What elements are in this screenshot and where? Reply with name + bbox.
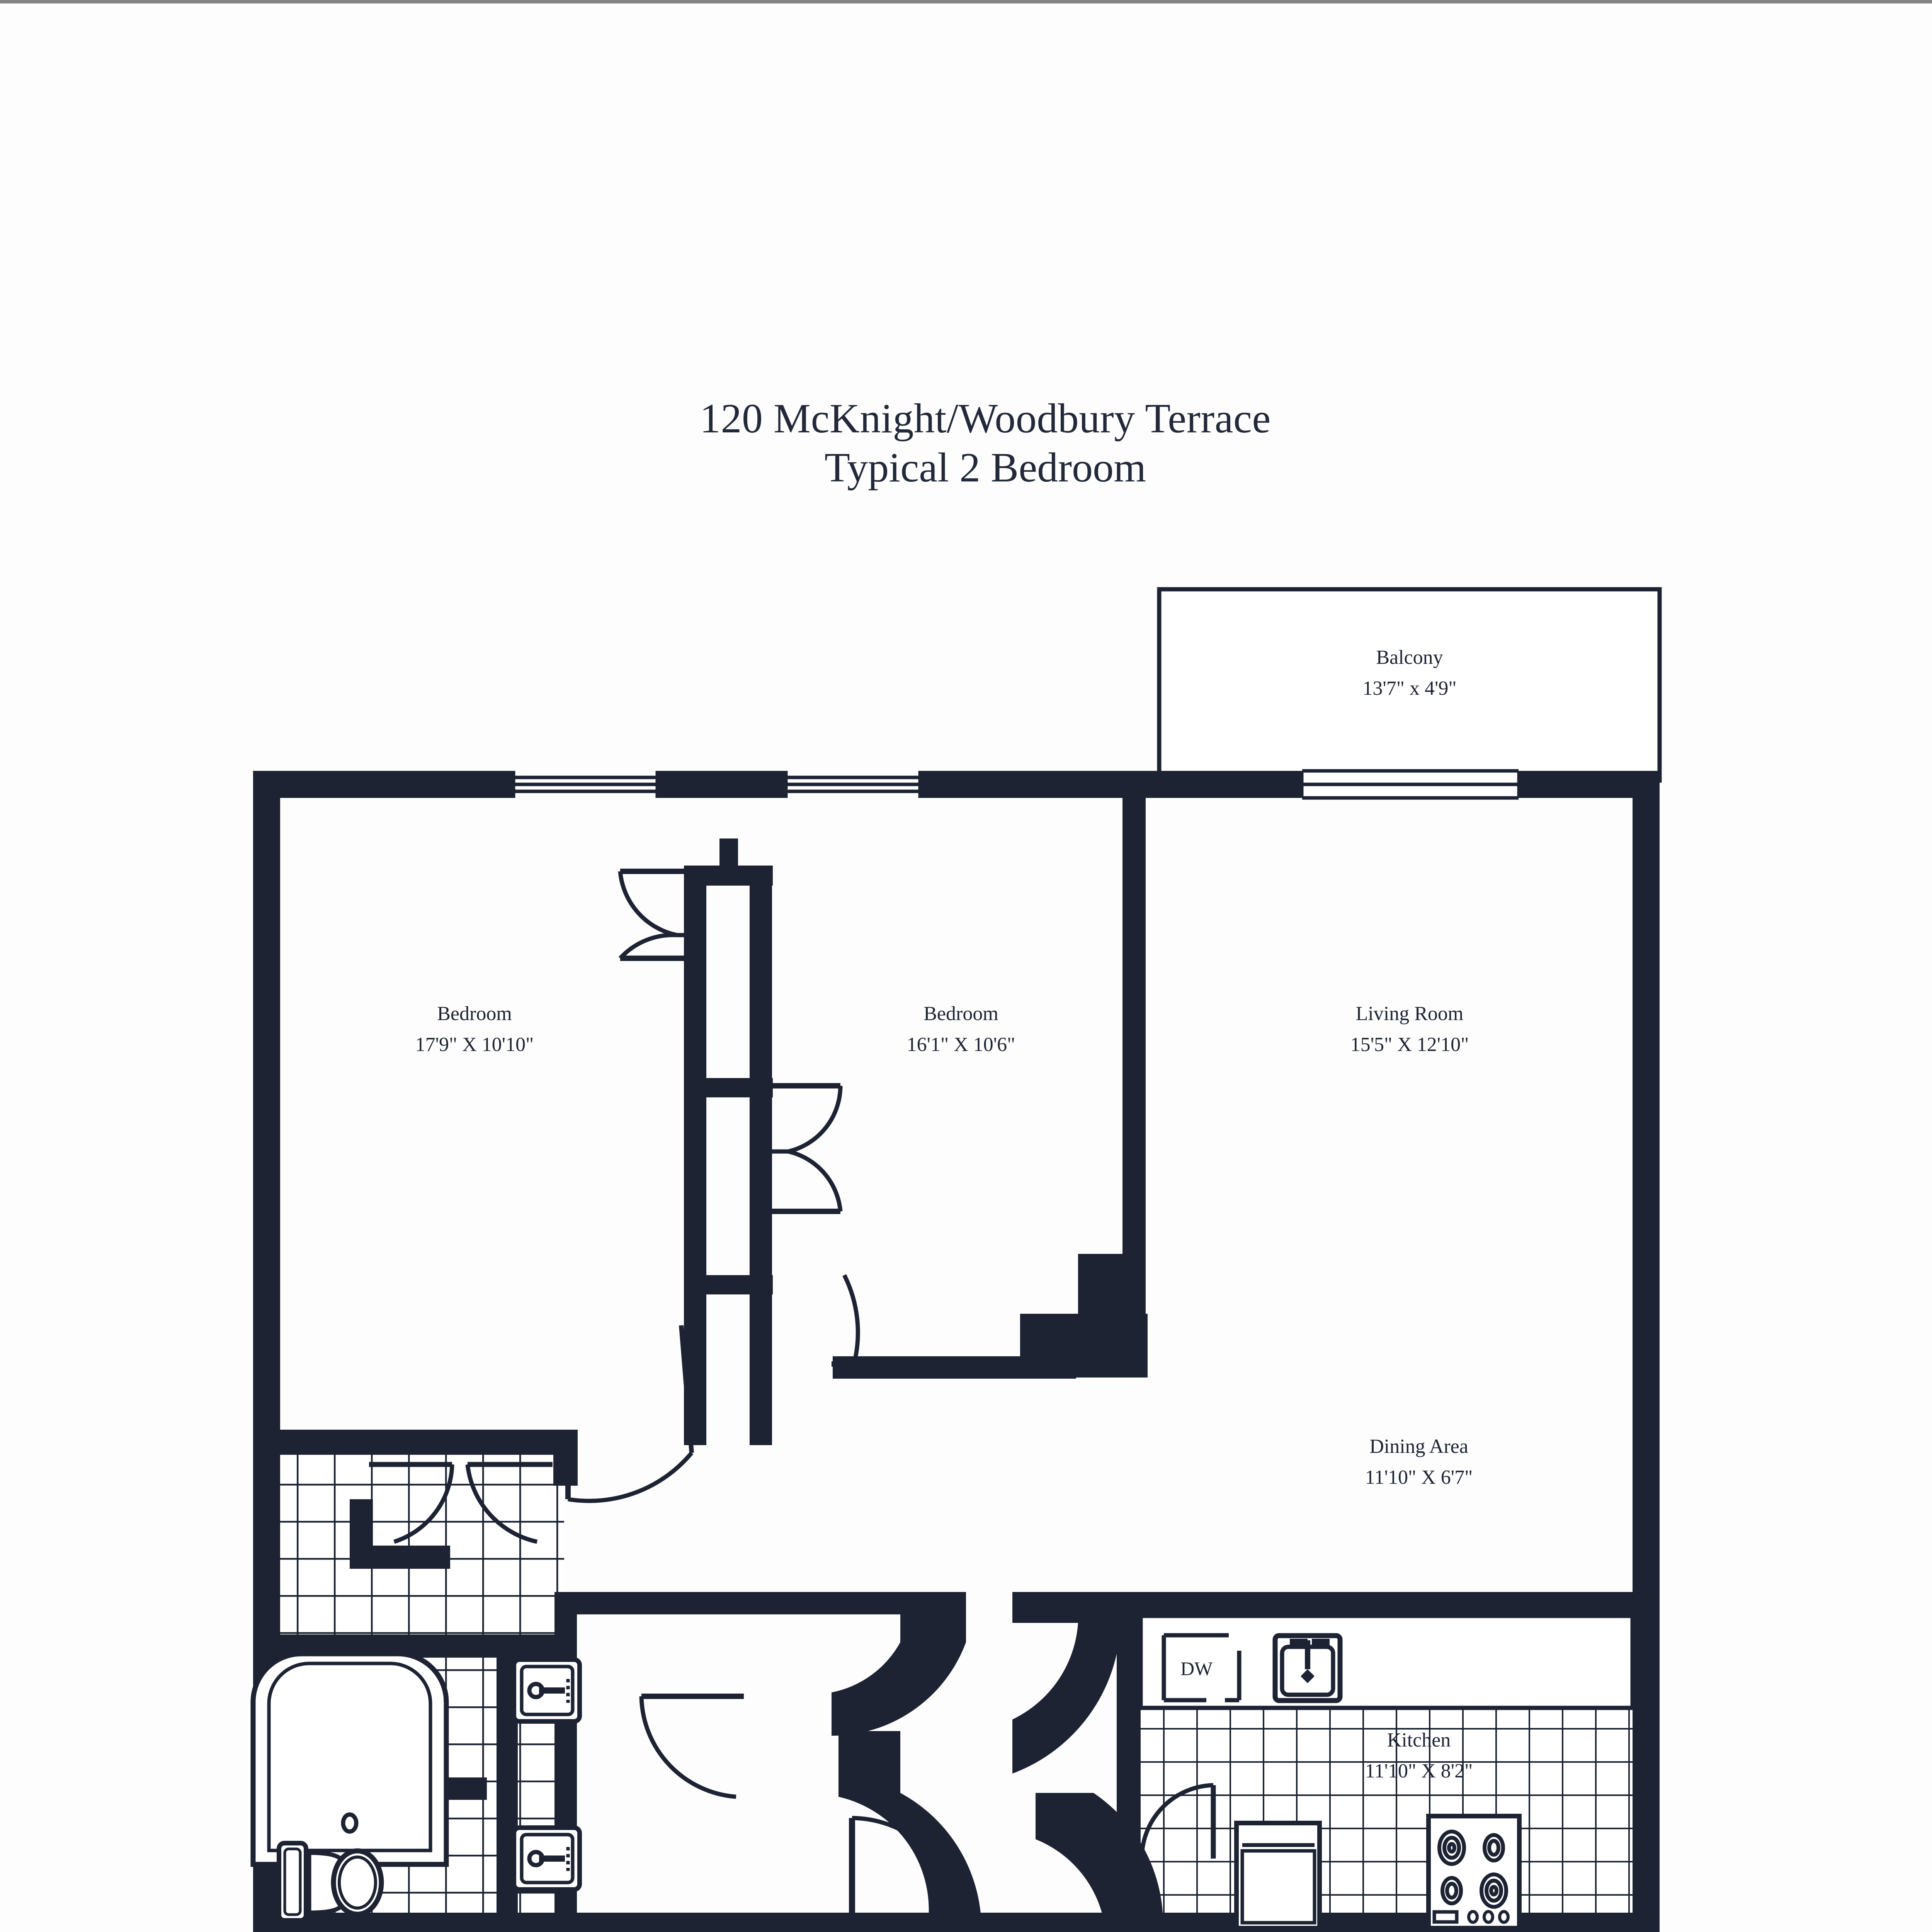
label-bedroom-2: Bedroom 16'1" X 10'6" bbox=[907, 1003, 1015, 1056]
window-bedroom-2 bbox=[785, 771, 921, 798]
label-living-room-dim: 15'5" X 12'10" bbox=[1350, 1034, 1469, 1056]
label-dining-area: Dining Area 11'10" X 6'7" bbox=[1365, 1435, 1473, 1488]
label-dining-area-name: Dining Area bbox=[1369, 1435, 1468, 1458]
toilet bbox=[277, 1841, 384, 1923]
label-bedroom-2-name: Bedroom bbox=[923, 1003, 998, 1025]
title-line-secondary: Typical 2 Bedroom bbox=[824, 445, 1146, 491]
label-dining-area-dim: 11'10" X 6'7" bbox=[1365, 1466, 1473, 1488]
label-bedroom-1-name: Bedroom bbox=[437, 1003, 512, 1025]
bathtub bbox=[250, 1651, 449, 1867]
label-living-room-name: Living Room bbox=[1356, 1003, 1464, 1025]
dishwasher-label: DW bbox=[1180, 1658, 1213, 1679]
label-balcony: Balcony 13'7" x 4'9" bbox=[1362, 646, 1456, 699]
window-bedroom-1 bbox=[512, 771, 658, 798]
interior-walls bbox=[253, 798, 1633, 1932]
label-bedroom-2-dim: 16'1" X 10'6" bbox=[907, 1034, 1015, 1056]
refrigerator bbox=[1234, 1821, 1322, 1930]
scan-edge-top bbox=[0, 0, 1932, 3]
kitchen-sink bbox=[1272, 1633, 1343, 1703]
balcony-sliding-door[interactable] bbox=[1301, 769, 1520, 800]
title-line-primary: 120 McKnight/Woodbury Terrace bbox=[700, 396, 1271, 442]
range-stove bbox=[1426, 1814, 1522, 1930]
vanity-sink-upper bbox=[512, 1657, 582, 1724]
label-bedroom-1-dim: 17'9" X 10'10" bbox=[415, 1034, 534, 1056]
vanity-sink-lower bbox=[512, 1825, 582, 1892]
label-bedroom-1: Bedroom 17'9" X 10'10" bbox=[415, 1003, 534, 1056]
label-balcony-dim: 13'7" x 4'9" bbox=[1362, 677, 1456, 699]
label-living-room: Living Room 15'5" X 12'10" bbox=[1350, 1003, 1469, 1056]
dishwasher: DW bbox=[1162, 1633, 1242, 1702]
kitchen-counter-run bbox=[1138, 1614, 1635, 1710]
door-swings bbox=[369, 869, 1216, 1930]
plan-title: 120 McKnight/Woodbury Terrace Typical 2 … bbox=[0, 394, 1932, 493]
label-kitchen-name: Kitchen bbox=[1387, 1729, 1451, 1751]
label-kitchen: Kitchen 11'10" X 8'2" bbox=[1365, 1729, 1473, 1782]
label-kitchen-dim: 11'10" X 8'2" bbox=[1365, 1760, 1473, 1782]
label-balcony-name: Balcony bbox=[1376, 646, 1443, 668]
